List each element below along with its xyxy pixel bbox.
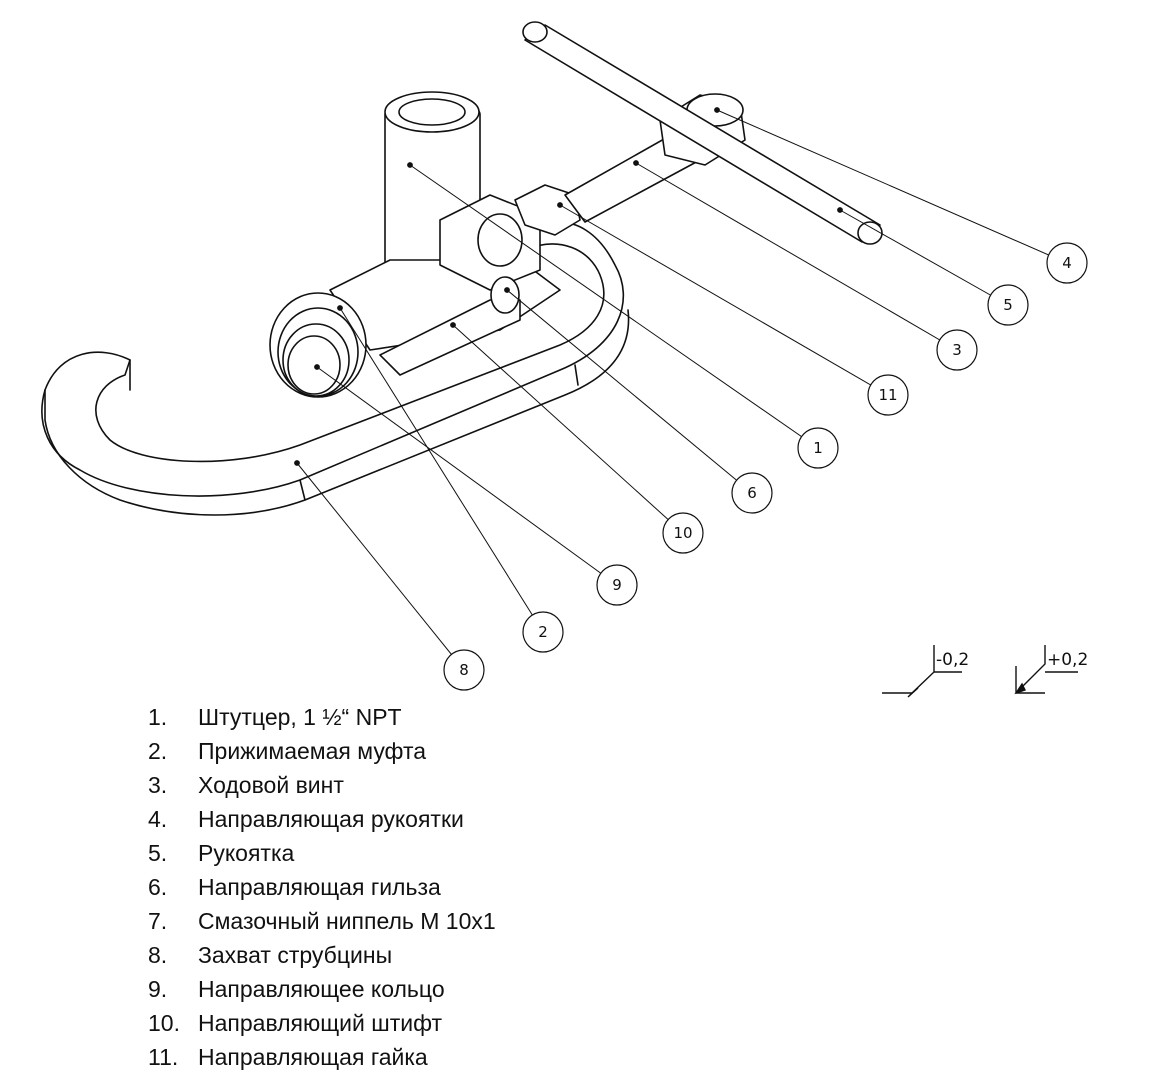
callout-circle: [1046, 242, 1088, 284]
part-number: 5.: [148, 840, 168, 866]
parts-list-item: 9. Направляющее кольцо: [148, 972, 496, 1006]
guide-nut: [514, 184, 581, 236]
tolerance-minus-label: -0,2: [936, 650, 969, 670]
leader-line: [559, 204, 889, 396]
leader-line: [296, 462, 465, 671]
part-name: Направляющая гильза: [198, 874, 441, 900]
leader-anchor-dot: [714, 107, 720, 113]
guide-pin: [379, 299, 521, 376]
callout-circle: [731, 472, 773, 514]
callout-circle: [522, 611, 564, 653]
parts-list-item: 3. Ходовой винт: [148, 768, 496, 802]
parts-list-item: 6. Направляющая гильза: [148, 870, 496, 904]
parts-list-item: 1. Штутцер, 1 ½“ NPT: [148, 700, 496, 734]
leader-line: [409, 164, 819, 449]
nipple-bore: [398, 98, 466, 126]
callout-number: 10: [673, 524, 692, 542]
handle-end-near: [857, 221, 883, 245]
part-number: 10.: [148, 1010, 180, 1036]
part-name: Смазочный ниппель М 10х1: [198, 908, 496, 934]
leader-line: [316, 366, 618, 586]
leader-anchor-dot: [314, 364, 320, 370]
tolerance-minus-symbol: [882, 645, 962, 698]
leader-anchor-dot: [450, 322, 456, 328]
leader-anchor-dot: [504, 287, 510, 293]
leader-line: [716, 109, 1068, 264]
callout-circle: [867, 374, 909, 416]
callout-number: 1: [813, 439, 823, 457]
part-name: Прижимаемая муфта: [198, 738, 427, 764]
part-number: 7.: [148, 908, 168, 934]
part-number: 6.: [148, 874, 168, 900]
callout-number: 2: [538, 623, 548, 641]
leader-line: [839, 209, 1009, 306]
leader-anchor-dot: [837, 207, 843, 213]
callout-number: 9: [612, 576, 622, 594]
parts-list-item: 10. Направляющий штифт: [148, 1006, 496, 1040]
callout-circle: [443, 649, 485, 691]
leader-anchor-dot: [407, 162, 413, 168]
guide-pin-end: [490, 276, 520, 314]
clamp-assembly: [41, 21, 883, 516]
part-number: 3.: [148, 772, 168, 798]
parts-list: 1.Штутцер, 1 ½“ NPT 2.Прижимаемая муфта …: [148, 700, 496, 1074]
parts-list-item: 7. Смазочный ниппель М 10х1: [148, 904, 496, 938]
part-name: Штутцер, 1 ½“ NPT: [198, 704, 402, 730]
part-number: 9.: [148, 976, 168, 1002]
clamp-jaw-side: [44, 309, 630, 516]
tolerance-plus-label: +0,2: [1047, 650, 1088, 670]
callout-number: 6: [747, 484, 757, 502]
leader-line: [339, 307, 544, 633]
callout-circle: [662, 512, 704, 554]
part-number: 2.: [148, 738, 168, 764]
callout-bubbles: 1 2 3 4 5 6 8 9 10 11: [443, 242, 1088, 691]
leader-anchor-dot: [294, 460, 300, 466]
parts-list-item: 8. Захват струбцины: [148, 938, 496, 972]
guide-ring-inner: [287, 335, 341, 395]
callout-circle: [797, 427, 839, 469]
parts-list-item: 11. Направляющая гайка: [148, 1040, 496, 1074]
handle-end-far: [522, 21, 548, 43]
part-number: 8.: [148, 942, 168, 968]
part-name: Ходовой винт: [198, 772, 344, 798]
part-number: 1.: [148, 704, 168, 730]
callout-circle: [987, 284, 1029, 326]
callout-number: 11: [878, 386, 897, 404]
part-name: Направляющий штифт: [198, 1010, 443, 1036]
part-name: Направляющее кольцо: [198, 976, 445, 1002]
callout-circle: [936, 329, 978, 371]
callout-circle: [596, 564, 638, 606]
callout-number: 8: [459, 661, 469, 679]
part-name: Захват струбцины: [198, 942, 393, 968]
part-name: Рукоятка: [198, 840, 295, 866]
leader-anchor-dot: [633, 160, 639, 166]
leader-anchor-dot: [337, 305, 343, 311]
callout-number: 5: [1003, 296, 1013, 314]
part-number: 11.: [148, 1044, 179, 1070]
tolerance-plus-symbol: [1014, 645, 1078, 695]
leader-line: [635, 162, 958, 351]
leader-line: [506, 289, 753, 494]
assembly-drawing: 1 2 3 4 5 6 8 9 10 11 -0,2 +0,2: [41, 21, 1088, 698]
parts-list-item: 2. Прижимаемая муфта: [148, 734, 496, 768]
part-number: 4.: [148, 806, 168, 832]
callout-number: 4: [1062, 254, 1072, 272]
part-name: Направляющая рукоятки: [198, 806, 464, 832]
leader-lines: [294, 107, 1068, 671]
callout-number: 3: [952, 341, 962, 359]
parts-list-item: 5. Рукоятка: [148, 836, 496, 870]
sleeve-bore: [477, 213, 523, 267]
leader-anchor-dot: [557, 202, 563, 208]
leader-line: [452, 324, 684, 534]
parts-list-item: 4. Направляющая рукоятки: [148, 802, 496, 836]
part-name: Направляющая гайка: [198, 1044, 428, 1070]
